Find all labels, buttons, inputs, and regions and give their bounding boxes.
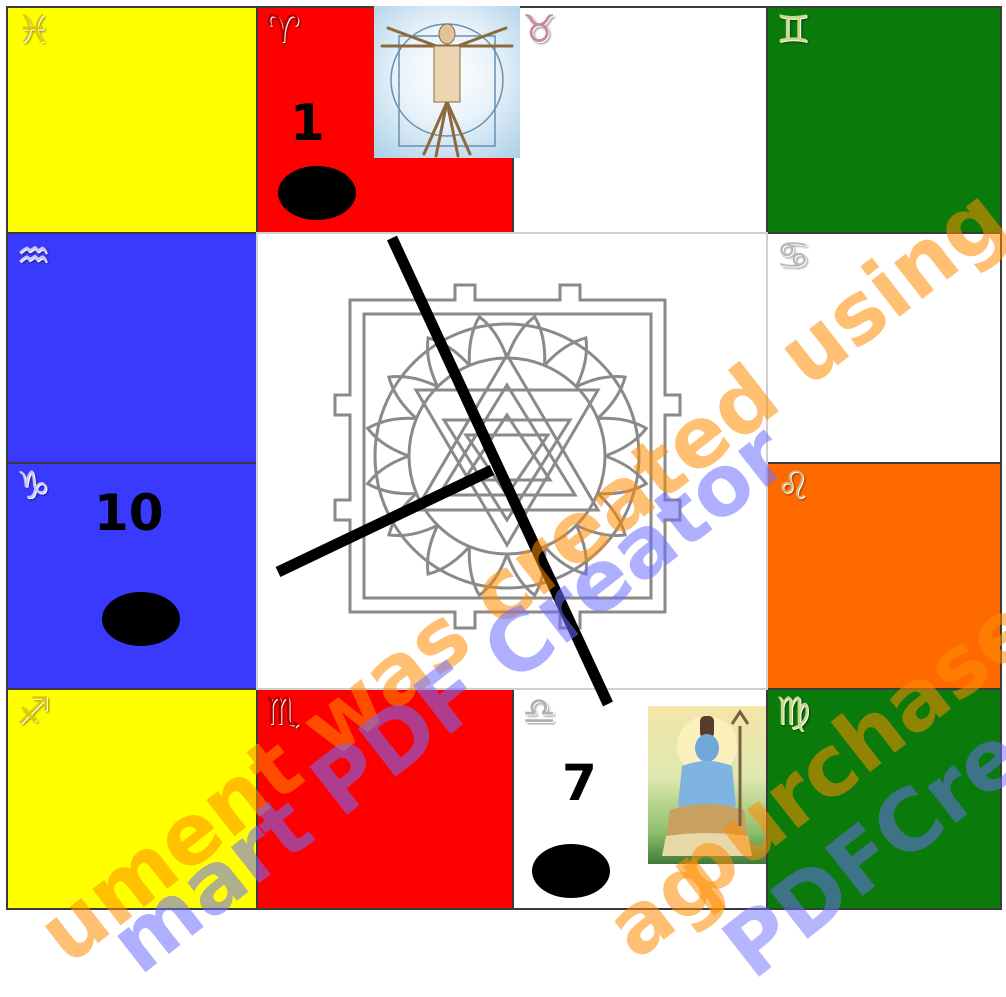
astrology-chart: ♓ ♈ 1 ♉ ♊ ♒ ♑ 10 ♋ ♌ ♐ ♏ ♎ 7 ♍: [0, 0, 1006, 912]
shiva-image: [648, 706, 766, 864]
vitruvian-man-image: [374, 6, 520, 158]
